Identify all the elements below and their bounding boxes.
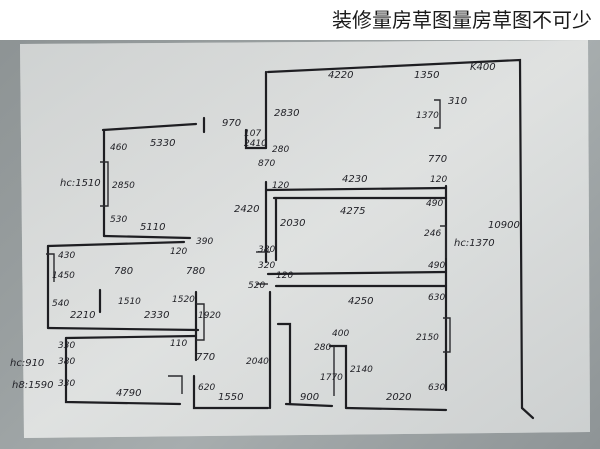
wall-window-2850 [100,161,109,207]
wall-620 [192,374,270,410]
dim-label: 1510 [118,297,141,307]
dim-label: 320 [258,261,275,271]
dim-label: 1520 [172,295,195,305]
dim-label: 4275 [340,206,365,217]
dim-label: 280 [272,145,289,155]
dim-label: 770 [428,154,447,165]
wall-window-2150 [443,317,451,353]
dim-label: 4790 [116,388,141,399]
dim-label: 5330 [150,138,175,149]
dim-label: 2330 [144,310,169,321]
dim-label: 4230 [342,174,367,185]
dim-label: 430 [58,251,75,261]
wall-2040 [284,402,334,408]
wall-window-1920 [196,303,205,341]
dim-label: 520 [248,281,265,291]
dim-label: 770 [196,352,215,363]
dim-label: 540 [52,299,69,309]
dim-label: 2140 [350,365,373,375]
dim-label: 107 [244,129,261,139]
dim-label: 780 [114,266,133,277]
dim-label: hc:1370 [454,238,495,249]
dim-label: 380 [258,245,275,255]
wall-bottom-left-top [64,334,198,340]
dim-label: 1450 [52,271,75,281]
image-caption: 装修量房草图量房草图不可少 [332,8,592,32]
dim-label: 380 [58,357,75,367]
dim-label: 330 [58,379,75,389]
dim-label: 2150 [416,333,439,343]
dim-label: 870 [258,159,275,169]
dim-label: 246 [424,229,441,239]
dim-label: 630 [428,383,445,393]
wall-left-top-room [101,122,198,132]
wall-window-1450 [46,253,55,282]
dim-label: 620 [198,383,215,393]
dim-label: 970 [222,118,241,129]
dim-label: 2020 [386,392,411,403]
dim-label: 2850 [112,181,135,191]
dim-label: 1770 [320,373,343,383]
dim-label: 2420 [234,204,259,215]
dim-label: 1550 [218,392,243,403]
dim-label: 330 [58,341,75,351]
wall-door-640 [168,375,183,394]
wall-bottom-left-room-left [64,336,182,406]
dim-label: 2210 [70,310,95,321]
dim-label: 10900 [488,220,520,231]
dim-label: K400 [470,62,496,73]
wall-4250-top [266,270,448,276]
wall-2410 [244,128,268,150]
dim-label: 460 [110,143,127,153]
dim-label: 390 [196,237,213,247]
dim-label: 310 [448,96,467,107]
dim-label: 630 [428,293,445,303]
dim-label: 490 [426,199,443,209]
dim-label: 780 [186,266,205,277]
dim-label: 1920 [198,311,221,321]
dim-label: 2830 [274,108,299,119]
wall-4230 [264,186,448,192]
wall-2020 [344,406,448,412]
wall-left-room-2-top [46,240,186,248]
dim-label: 400 [332,329,349,339]
dim-label: 120 [430,175,447,185]
dim-label: 280 [314,343,331,353]
dim-label: h8:1590 [12,380,54,391]
wall-top-right-room [266,58,524,410]
dim-label: 4220 [328,70,353,81]
wall-window-246 [440,225,447,258]
dim-label: 1370 [416,111,439,121]
caption-band [0,0,600,40]
dim-label: 900 [300,392,319,403]
paper-shade [20,40,590,438]
wall-window-1370 [434,99,441,129]
dim-label: 5110 [140,222,165,233]
dim-label: 490 [428,261,445,271]
wall-5110 [102,234,192,240]
dim-label: 4250 [348,296,373,307]
wall-right-outer [520,406,535,420]
dim-label: hc:910 [10,358,44,369]
dim-label: 2030 [280,218,305,229]
wall-110 [276,322,292,406]
dim-label: 2410 [244,139,267,149]
dim-label: 120 [276,271,293,281]
wall-left-room-2-bottom [46,326,200,332]
dim-label: 2040 [246,357,269,367]
dim-label: 110 [170,339,187,349]
dim-label: 1350 [414,70,439,81]
dim-label: hc:1510 [60,178,101,189]
dim-label: 120 [272,181,289,191]
dim-label: 530 [110,215,127,225]
wall-346 [328,344,348,410]
dim-label: 120 [170,247,187,257]
